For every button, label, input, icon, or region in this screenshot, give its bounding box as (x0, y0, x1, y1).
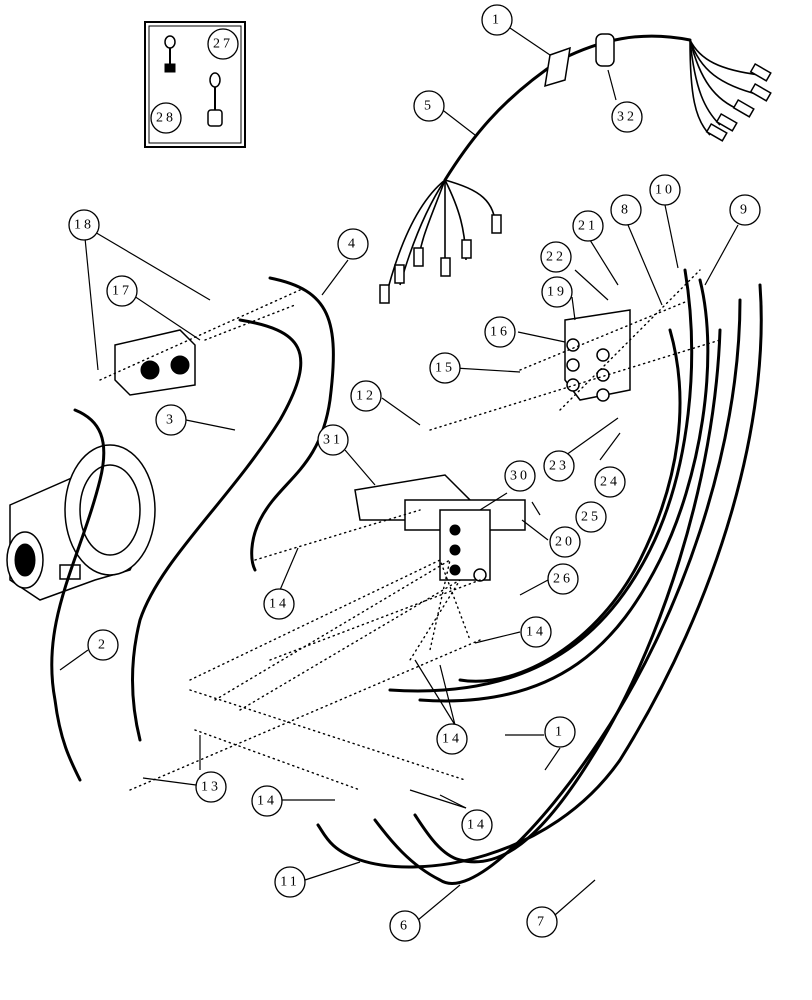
callout-4: 4 (337, 228, 369, 260)
callout-6: 6 (389, 910, 421, 942)
svg-text:14: 14 (526, 625, 546, 640)
callout-11: 11 (274, 866, 306, 898)
svg-text:4: 4 (348, 237, 358, 252)
svg-text:1: 1 (492, 13, 502, 28)
motor-housing (6, 444, 156, 601)
callout-2: 2 (87, 629, 119, 661)
callout-10: 10 (649, 174, 681, 206)
callout-28: 28 (150, 102, 182, 134)
svg-text:14: 14 (257, 794, 277, 809)
callout-31: 31 (317, 424, 349, 456)
svg-text:26: 26 (553, 572, 573, 587)
assembly-dotted-lines (99, 269, 721, 791)
svg-text:6: 6 (400, 919, 410, 934)
callout-1-bottom: 1 (544, 716, 576, 748)
svg-text:30: 30 (510, 469, 530, 484)
callout-18: 18 (68, 209, 100, 241)
svg-text:5: 5 (424, 99, 434, 114)
callout-12: 12 (350, 380, 382, 412)
callout-8: 8 (610, 194, 642, 226)
callout-20: 20 (549, 526, 581, 558)
harness-5 (379, 33, 772, 304)
valve-assembly (354, 309, 631, 582)
leader-lines (59, 27, 739, 921)
svg-text:2: 2 (98, 638, 108, 653)
hose-9 (418, 278, 710, 703)
hose-4 (250, 276, 335, 572)
svg-text:15: 15 (435, 361, 455, 376)
callout-30: 30 (504, 460, 536, 492)
hose-3 (131, 318, 303, 742)
svg-text:22: 22 (546, 250, 566, 265)
callout-15: 15 (429, 352, 461, 384)
svg-text:7: 7 (537, 915, 547, 930)
callout-21: 21 (572, 210, 604, 242)
callout-14-e: 14 (461, 809, 493, 841)
svg-text:12: 12 (356, 389, 376, 404)
svg-text:17: 17 (112, 284, 132, 299)
callout-25: 25 (575, 501, 607, 533)
svg-text:11: 11 (280, 875, 299, 890)
callout-26: 26 (547, 563, 579, 595)
callout-17: 17 (106, 275, 138, 307)
svg-text:1: 1 (555, 725, 565, 740)
hose-10 (388, 268, 694, 693)
svg-text:13: 13 (201, 780, 221, 795)
svg-text:14: 14 (269, 597, 289, 612)
callout-1-top: 1 (481, 4, 513, 36)
svg-text:24: 24 (600, 475, 620, 490)
svg-text:18: 18 (74, 218, 94, 233)
hose-6 (373, 298, 742, 885)
callout-22: 22 (540, 241, 572, 273)
callout-14-a: 14 (263, 588, 295, 620)
callout-13: 13 (195, 771, 227, 803)
callout-9: 9 (729, 194, 761, 226)
callout-32: 32 (611, 101, 643, 133)
callout-23: 23 (543, 450, 575, 482)
callout-3: 3 (155, 404, 187, 436)
svg-text:8: 8 (621, 203, 631, 218)
callout-5: 5 (413, 90, 445, 122)
svg-text:27: 27 (213, 37, 233, 52)
svg-text:32: 32 (617, 110, 637, 125)
svg-text:20: 20 (555, 535, 575, 550)
svg-text:3: 3 (166, 413, 176, 428)
callout-27: 27 (207, 28, 239, 60)
svg-text:31: 31 (323, 433, 343, 448)
svg-text:25: 25 (581, 510, 601, 525)
hose-11 (316, 283, 763, 869)
callout-14-b: 14 (520, 616, 552, 648)
svg-text:19: 19 (547, 285, 567, 300)
svg-text:28: 28 (156, 111, 176, 126)
svg-text:14: 14 (442, 732, 462, 747)
svg-text:16: 16 (490, 325, 510, 340)
callout-7: 7 (526, 906, 558, 938)
hose-2 (50, 408, 106, 782)
callout-14-c: 14 (436, 723, 468, 755)
svg-text:21: 21 (578, 219, 598, 234)
block-17 (114, 329, 196, 396)
hose-7 (413, 328, 722, 864)
svg-text:14: 14 (467, 818, 487, 833)
svg-text:23: 23 (549, 459, 569, 474)
svg-text:10: 10 (655, 183, 675, 198)
callout-14-d: 14 (251, 785, 283, 817)
svg-text:9: 9 (740, 203, 750, 218)
callout-24: 24 (594, 466, 626, 498)
callout-19: 19 (541, 276, 573, 308)
callout-16: 16 (484, 316, 516, 348)
